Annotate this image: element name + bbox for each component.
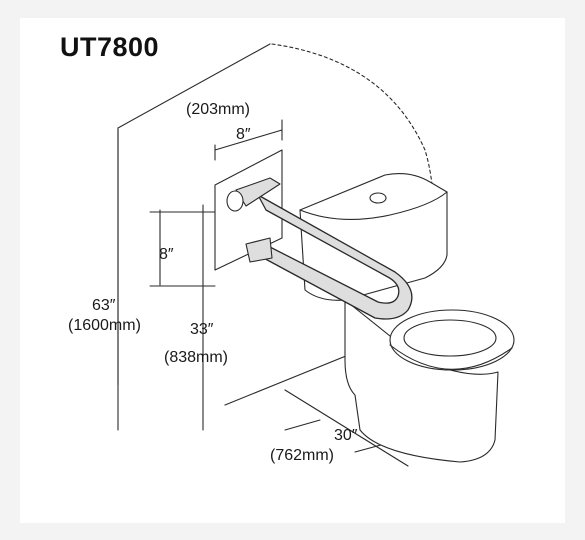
label-plate-width-mm: (203mm): [186, 101, 251, 118]
tank-lid-edge: [299, 191, 448, 221]
label-plate-height-in: 8″: [159, 246, 174, 263]
label-overall-height-in: 63″: [92, 297, 116, 314]
dim-line-8-horizontal: [214, 129, 283, 151]
model-title: UT7800: [60, 32, 160, 62]
seat-front-edge: [389, 344, 513, 370]
label-depth-in: 30″: [334, 427, 358, 444]
floor-depth-line: [284, 389, 409, 467]
toilet-bowl-base: [344, 299, 499, 463]
dim-line-30: [284, 419, 321, 431]
toilet-seat-opening: [403, 319, 497, 357]
grab-bar-lower-rail: [245, 237, 273, 263]
flush-button: [369, 192, 387, 204]
label-depth-mm: (762mm): [270, 447, 335, 464]
label-plate-width-in: 8″: [236, 126, 251, 143]
wall-top-edge: [117, 43, 271, 129]
toilet-tank: [299, 173, 448, 301]
label-overall-height-mm: (1600mm): [68, 317, 141, 334]
label-bar-height-mm: (838mm): [164, 349, 229, 366]
bar-mount-end: [226, 190, 244, 212]
label-bar-height-in: 33″: [190, 321, 214, 338]
